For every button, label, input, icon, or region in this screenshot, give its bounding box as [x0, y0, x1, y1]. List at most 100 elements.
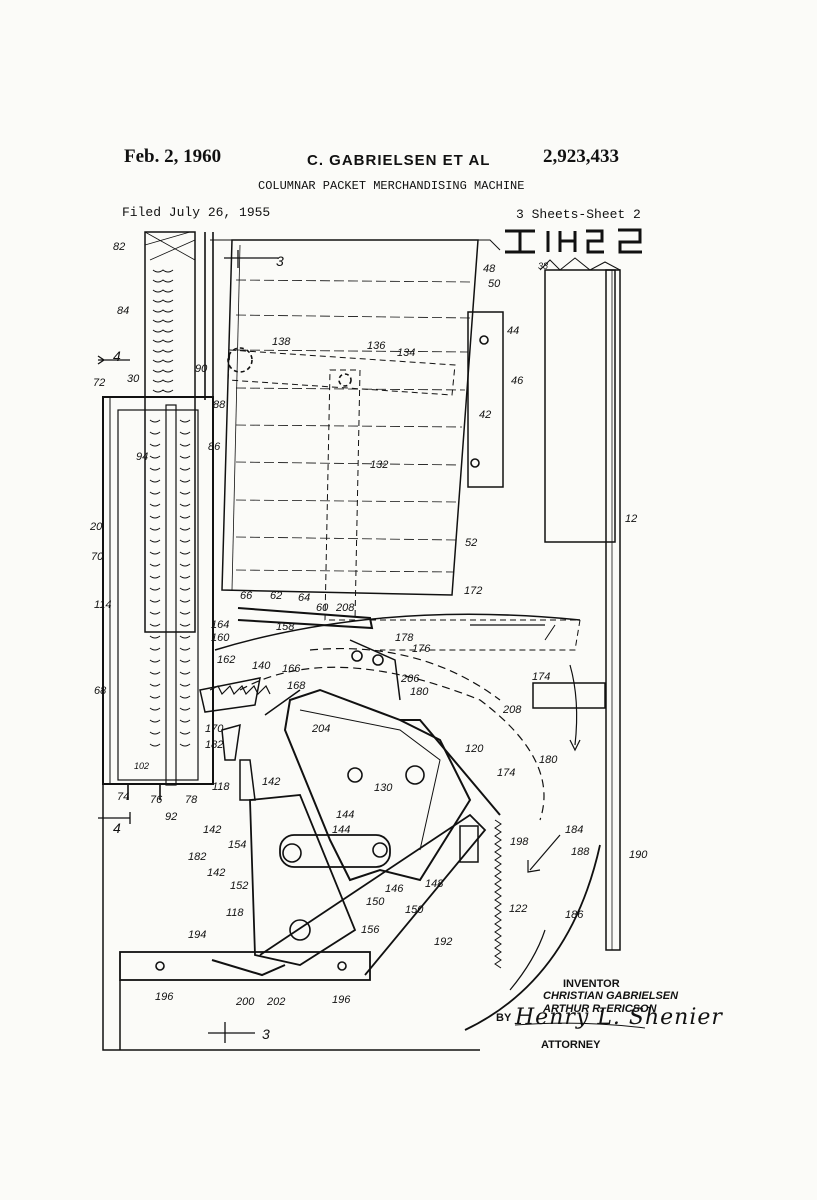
ref-numeral: 46 — [511, 375, 524, 387]
ref-numeral: 30 — [127, 373, 140, 385]
ref-numeral: 150 — [366, 896, 385, 908]
ref-numeral: 70 — [91, 551, 104, 563]
ref-numeral: 86 — [208, 441, 221, 453]
ref-numeral: 74 — [117, 791, 129, 803]
ref-numeral: 102 — [134, 761, 149, 771]
ref-numeral: 200 — [235, 996, 255, 1008]
ref-numeral: 142 — [203, 824, 221, 836]
ref-numeral: 188 — [571, 846, 590, 858]
ref-numeral: 12 — [625, 513, 637, 525]
ref-numeral: 138 — [272, 336, 291, 348]
section-marker-3-top: 3 — [276, 253, 284, 269]
ref-numeral: 158 — [276, 621, 295, 633]
inventor-heading: INVENTOR — [563, 978, 620, 990]
ref-numeral: 186 — [565, 909, 584, 921]
ref-numeral: 78 — [185, 794, 198, 806]
inventor-names: C. GABRIELSEN ET AL — [307, 152, 491, 169]
ref-numeral: 60 — [316, 602, 329, 614]
ref-numeral: 142 — [207, 867, 225, 879]
ref-numeral: 66 — [240, 590, 253, 602]
ref-numeral: 182 — [205, 739, 223, 751]
ref-numeral: 172 — [464, 585, 482, 597]
ref-numeral: 52 — [465, 537, 477, 549]
ref-numeral: 154 — [228, 839, 246, 851]
filed-date: Filed July 26, 1955 — [122, 205, 271, 220]
ref-numeral: 82 — [113, 241, 125, 253]
ref-numeral: 76 — [150, 794, 163, 806]
ref-numeral: 168 — [287, 680, 306, 692]
section-markers: 3 3 4 4 — [113, 253, 284, 1042]
ref-numeral: 136 — [367, 340, 386, 352]
ref-numeral: 206 — [400, 673, 420, 685]
ref-numeral: 184 — [565, 824, 583, 836]
section-marker-4-top: 4 — [113, 348, 121, 364]
ref-numeral: 140 — [252, 660, 271, 672]
ref-numeral: 198 — [510, 836, 529, 848]
ref-numeral: 180 — [410, 686, 429, 698]
ref-numeral: 148 — [425, 878, 444, 890]
ref-numeral: 150 — [405, 904, 424, 916]
ref-numeral: 38 — [538, 261, 548, 271]
ref-numeral: 142 — [262, 776, 280, 788]
ref-numeral: 120 — [465, 743, 484, 755]
ref-numeral: 204 — [311, 723, 330, 735]
by-label: BY — [496, 1012, 512, 1024]
ref-numeral: 118 — [212, 781, 230, 793]
ref-numeral: 194 — [188, 929, 206, 941]
ref-numeral: 160 — [211, 632, 230, 644]
ref-numeral: 118 — [226, 907, 244, 919]
ref-numeral: 122 — [509, 903, 527, 915]
attorney-label: ATTORNEY — [541, 1039, 601, 1051]
ref-numeral: 196 — [332, 994, 351, 1006]
ref-numeral: 178 — [395, 632, 414, 644]
reference-numerals: 82 84 30 72 90 88 94 86 20 70 114 68 102… — [89, 241, 648, 1008]
ref-numeral: 208 — [335, 602, 355, 614]
ref-numeral: 144 — [336, 809, 354, 821]
ref-numeral: 62 — [270, 590, 282, 602]
ref-numeral: 94 — [136, 451, 148, 463]
ref-numeral: 164 — [211, 619, 229, 631]
section-marker-4-bottom: 4 — [113, 820, 121, 836]
ref-numeral: 176 — [412, 643, 431, 655]
ref-numeral: 170 — [205, 723, 224, 735]
ref-numeral: 20 — [89, 521, 103, 533]
ref-numeral: 156 — [361, 924, 380, 936]
ref-numeral: 44 — [507, 325, 519, 337]
ref-numeral: 130 — [374, 782, 393, 794]
ref-numeral: 152 — [230, 880, 248, 892]
ref-numeral: 84 — [117, 305, 129, 317]
ref-numeral: 180 — [539, 754, 558, 766]
ref-numeral: 72 — [93, 377, 105, 389]
ref-numeral: 146 — [385, 883, 404, 895]
attorney-signature: Henry L. Shenier — [515, 1005, 723, 1030]
ref-numeral: 208 — [502, 704, 522, 716]
ref-numeral: 196 — [155, 991, 174, 1003]
ref-numeral: 48 — [483, 263, 496, 275]
ref-numeral: 182 — [188, 851, 206, 863]
section-marker-3-bottom: 3 — [262, 1026, 270, 1042]
fig-label — [505, 228, 642, 254]
ref-numeral: 134 — [397, 347, 415, 359]
inventor-2-name: ARTHUR R. ERICSON — [543, 1003, 657, 1015]
ref-numeral: 92 — [165, 811, 177, 823]
ref-numeral: 174 — [532, 671, 550, 683]
ref-numeral: 174 — [497, 767, 515, 779]
ref-numeral: 144 — [332, 824, 350, 836]
inventor-1-name: CHRISTIAN GABRIELSEN — [543, 990, 679, 1002]
ref-numeral: 68 — [94, 685, 107, 697]
patent-title: COLUMNAR PACKET MERCHANDISING MACHINE — [258, 179, 525, 193]
patent-number: 2,923,433 — [543, 146, 619, 167]
ref-numeral: 166 — [282, 663, 301, 675]
ref-numeral: 202 — [266, 996, 285, 1008]
ref-numeral: 192 — [434, 936, 452, 948]
ref-numeral: 64 — [298, 592, 310, 604]
sheet-count: 3 Sheets-Sheet 2 — [516, 207, 641, 222]
ref-numeral: 42 — [479, 409, 491, 421]
ref-numeral: 90 — [195, 363, 208, 375]
ref-numeral: 114 — [94, 599, 112, 611]
patent-date: Feb. 2, 1960 — [124, 146, 222, 167]
ref-numeral: 190 — [629, 849, 648, 861]
ref-numeral: 50 — [488, 278, 501, 290]
ref-numeral: 88 — [213, 399, 226, 411]
